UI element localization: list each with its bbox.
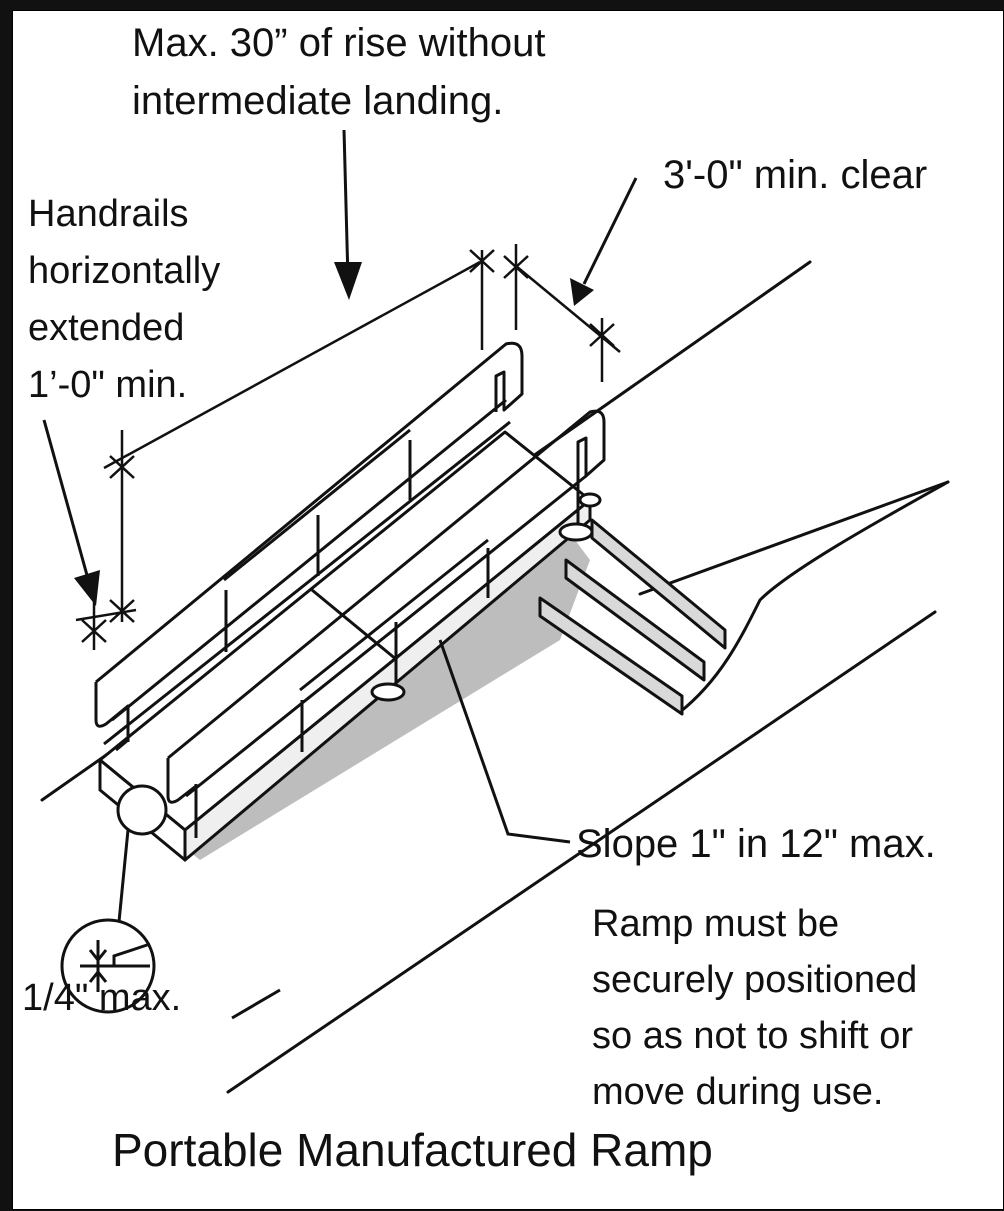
secure-note-line2: securely positioned bbox=[592, 959, 918, 1001]
handrail-note-line3: extended bbox=[28, 307, 185, 349]
handrail-note-line4: 1’-0" min. bbox=[28, 364, 188, 406]
handrail-note: Handrails horizontally extended 1’-0" mi… bbox=[28, 186, 220, 414]
handrail-note-line2: horizontally bbox=[28, 250, 221, 292]
handrail-note-line1: Handrails bbox=[28, 193, 189, 235]
deck-seam bbox=[311, 588, 398, 662]
left-handrail bbox=[94, 341, 524, 752]
ground-line-lower bbox=[226, 610, 937, 1094]
ramp-feet bbox=[370, 492, 602, 702]
right-handrail bbox=[166, 409, 606, 838]
slope-note: Slope 1" in 12" max. bbox=[576, 822, 936, 866]
rise-note: Max. 30” of rise without intermediate la… bbox=[132, 14, 546, 130]
secure-note-line4: move during use. bbox=[592, 1071, 884, 1113]
secure-note-line3: so as not to shift or bbox=[592, 1015, 914, 1057]
leader-lines bbox=[42, 129, 638, 1020]
arrowheads bbox=[74, 262, 594, 606]
rise-note-line1: Max. 30” of rise without bbox=[132, 21, 546, 65]
clear-width-note: 3'-0" min. clear bbox=[663, 153, 928, 197]
diagram-title: Portable Manufactured Ramp bbox=[112, 1124, 713, 1176]
dimension-lines bbox=[75, 244, 621, 650]
secure-note-line1: Ramp must be bbox=[592, 903, 840, 945]
lip-detail bbox=[60, 784, 168, 1014]
secure-note: Ramp must be securely positioned so as n… bbox=[592, 896, 917, 1120]
lip-height-note: 1/4" max. bbox=[22, 977, 182, 1019]
landing-edge-line bbox=[638, 480, 950, 596]
rise-note-line2: intermediate landing. bbox=[132, 79, 504, 123]
landing-front-edge bbox=[678, 480, 950, 714]
